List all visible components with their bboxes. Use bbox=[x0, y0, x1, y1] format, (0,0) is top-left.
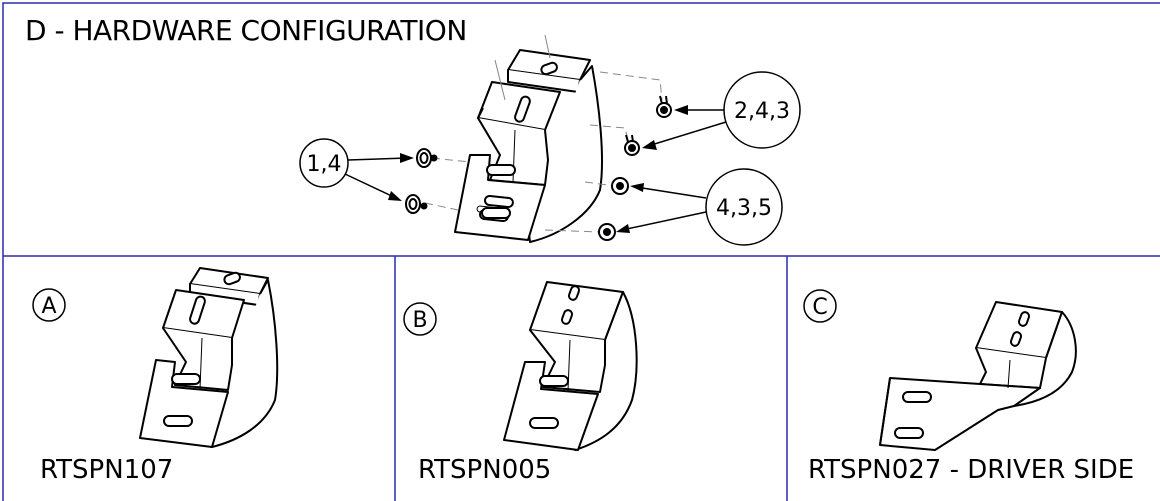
washer-upper-right bbox=[611, 177, 629, 195]
callout-upper-right-text: 2,4,3 bbox=[734, 99, 790, 124]
bolt-middle bbox=[624, 134, 640, 156]
panel-a-letter-text: A bbox=[41, 294, 56, 319]
washer-lower-right bbox=[598, 223, 616, 241]
nut-upper-left bbox=[416, 148, 438, 168]
nut-lower-left bbox=[405, 194, 428, 214]
panel-a-letter: A bbox=[32, 288, 66, 322]
part-number-b: RTSPN005 bbox=[418, 455, 552, 485]
part-number-a: RTSPN107 bbox=[40, 455, 174, 485]
slot-detail bbox=[481, 164, 516, 219]
callout-lower-right-text: 4,3,5 bbox=[716, 196, 772, 221]
panel-b-letter: B bbox=[403, 302, 437, 336]
callout-left: 1,4 bbox=[299, 138, 414, 201]
bolt-upper bbox=[656, 95, 672, 118]
section-title: D - HARDWARE CONFIGURATION bbox=[25, 14, 467, 47]
panel-c-letter-text: C bbox=[812, 295, 827, 320]
bracket-a-drawing bbox=[139, 267, 279, 448]
part-number-c: RTSPN027 - DRIVER SIDE bbox=[808, 455, 1135, 485]
bracket-c-drawing bbox=[879, 301, 1077, 451]
panel-b-letter-text: B bbox=[412, 308, 427, 333]
callout-lower-right: 4,3,5 bbox=[616, 168, 783, 246]
annotation-leaders bbox=[494, 34, 551, 101]
panel-c-letter: C bbox=[803, 289, 837, 323]
hardware-fasteners bbox=[405, 95, 672, 241]
bracket-exploded-view bbox=[454, 49, 603, 243]
callout-left-text: 1,4 bbox=[307, 152, 342, 177]
callout-upper-right: 2,4,3 bbox=[642, 71, 801, 150]
bracket-b-drawing bbox=[503, 281, 638, 451]
